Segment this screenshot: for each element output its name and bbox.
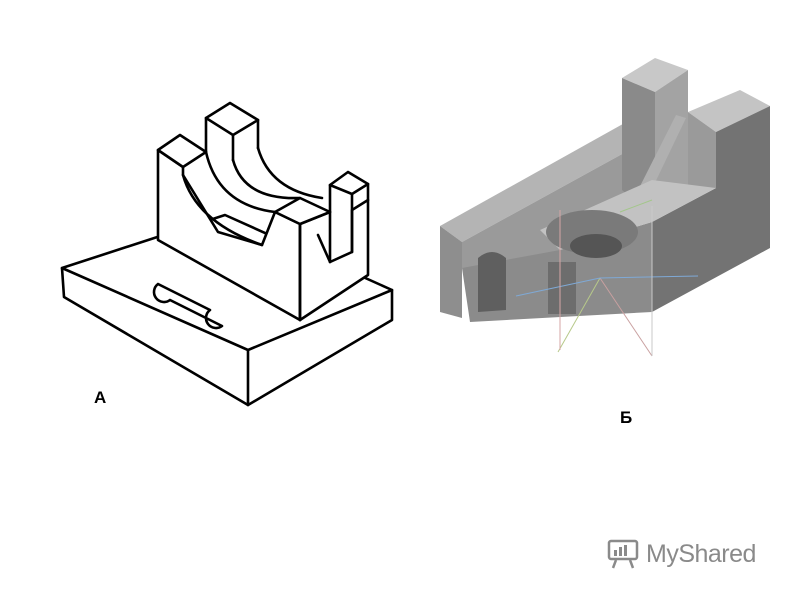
saddle-block: [156, 101, 370, 322]
figure-a-label: А: [94, 388, 107, 407]
figure-b-label: Б: [620, 408, 633, 427]
solid-body: [440, 58, 770, 322]
axis-gizmo: [515, 199, 699, 357]
presentation-board-icon: [607, 539, 639, 569]
watermark: MyShared: [606, 536, 756, 572]
watermark-text: MyShared: [646, 539, 756, 568]
base-slot: [152, 282, 224, 330]
